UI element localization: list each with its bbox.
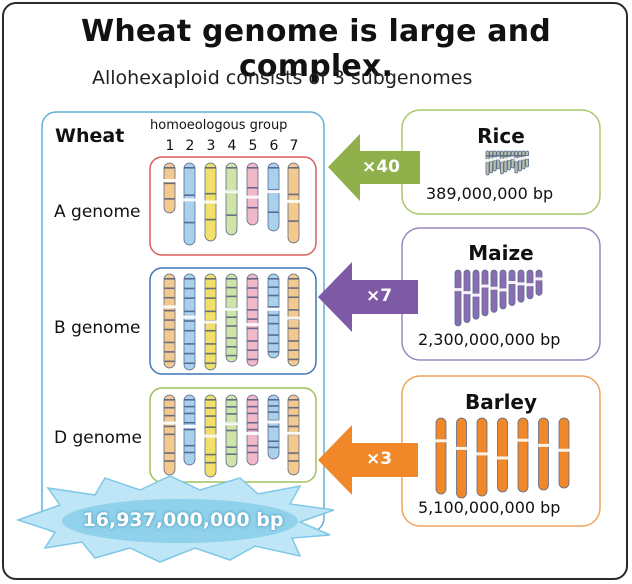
group-number-3: 3: [206, 138, 216, 154]
maize-chromosome-7: [508, 269, 516, 306]
barley-chromosome-7: [558, 417, 570, 489]
barley-label: Barley: [464, 390, 538, 414]
barley-chromosome-5: [517, 417, 529, 493]
wheat-chromosome-b2: [183, 273, 196, 371]
maize-chromosome-5: [490, 269, 498, 313]
wheat-chromosome-a2: [183, 162, 196, 246]
d-genome-label: D genome: [54, 428, 142, 448]
maize-chromosome-3: [472, 269, 480, 320]
wheat-chromosome-a1: [163, 162, 176, 214]
wheat-chromosome-b3: [204, 273, 217, 371]
wheat-chromosome-b4: [225, 273, 238, 363]
maize-multiplier: ×7: [366, 286, 393, 306]
wheat-chromosome-d7: [287, 394, 300, 476]
rice-chromosome-1: [485, 150, 490, 176]
rice-chromosome-11: [521, 150, 526, 170]
barley-chromosome-6: [538, 417, 549, 491]
group-number-1: 1: [165, 138, 175, 154]
barley-arrow: [318, 425, 418, 495]
group-number-4: 4: [227, 138, 237, 154]
barley-chromosome-4: [497, 417, 508, 493]
maize-chromosome-2: [463, 269, 471, 323]
wheat-chromosome-d5: [246, 394, 259, 466]
wheat-chromosome-d2: [183, 394, 196, 466]
wheat-total-bp: 16,937,000,000 bp: [82, 509, 284, 531]
wheat-label: Wheat: [55, 125, 125, 147]
figure-title: Wheat genome is large and complex.: [81, 14, 551, 84]
maize-bp: 2,300,000,000 bp: [418, 330, 561, 349]
maize-arrow: [318, 262, 418, 332]
rice-multiplier: ×40: [362, 157, 400, 177]
maize-label: Maize: [468, 241, 534, 265]
wheat-chromosome-b1: [163, 273, 176, 369]
rice-chromosome-9: [514, 150, 519, 174]
barley-multiplier: ×3: [366, 449, 393, 469]
maize-chromosome-6: [499, 269, 507, 310]
figure-subtitle: Allohexaploid consists of 3 subgenomes: [92, 67, 473, 89]
barley-chromosomes: [435, 417, 570, 499]
group-number-2: 2: [185, 138, 195, 154]
rice-chromosome-4: [496, 150, 501, 170]
barley-bp: 5,100,000,000 bp: [418, 498, 561, 517]
rice-chromosome-2: [489, 150, 494, 174]
maize-chromosomes: [454, 269, 543, 327]
rice-arrow: [328, 134, 420, 201]
wheat-chromosome-b7: [287, 273, 300, 367]
rice-chromosome-6: [503, 150, 508, 173]
wheat-chromosomes: [163, 162, 300, 478]
rice-chromosome-5: [499, 150, 504, 175]
b-genome-label: B genome: [54, 318, 141, 338]
rice-chromosome-8: [510, 150, 515, 169]
wheat-chromosome-b6: [267, 273, 280, 359]
group-number-5: 5: [248, 138, 258, 154]
wheat-chromosome-a7: [287, 162, 300, 244]
wheat-chromosome-d4: [225, 394, 238, 468]
wheat-chromosome-b5: [246, 273, 259, 367]
rice-bp: 389,000,000 bp: [426, 184, 554, 203]
maize-chromosome-9: [526, 269, 534, 300]
wheat-chromosome-d1: [163, 394, 176, 476]
barley-chromosome-1: [435, 417, 447, 495]
homoeologous-group-label: homoeologous group: [150, 118, 288, 133]
wheat-chromosome-a5: [246, 162, 259, 226]
maize-chromosome-8: [517, 269, 525, 303]
wheat-chromosome-d6: [267, 394, 280, 460]
rice-label: Rice: [477, 124, 525, 148]
total-starburst: [15, 475, 335, 563]
rice-chromosome-3: [492, 150, 497, 172]
wheat-chromosome-a6: [267, 162, 280, 232]
barley-chromosome-2: [456, 417, 467, 499]
maize-chromosome-4: [481, 269, 489, 317]
maize-chromosome-10: [535, 269, 543, 296]
group-number-6: 6: [269, 138, 279, 154]
group-number-7: 7: [289, 138, 299, 154]
rice-chromosome-10: [517, 150, 522, 172]
rice-chromosome-12: [525, 150, 530, 168]
wheat-chromosome-a4: [225, 162, 238, 236]
rice-chromosomes: [485, 150, 530, 176]
wheat-chromosome-d3: [204, 394, 217, 478]
rice-chromosome-7: [507, 150, 512, 171]
a-genome-label: A genome: [54, 202, 141, 222]
wheat-chromosome-a3: [204, 162, 217, 242]
maize-chromosome-1: [454, 269, 462, 327]
barley-chromosome-3: [476, 417, 488, 497]
